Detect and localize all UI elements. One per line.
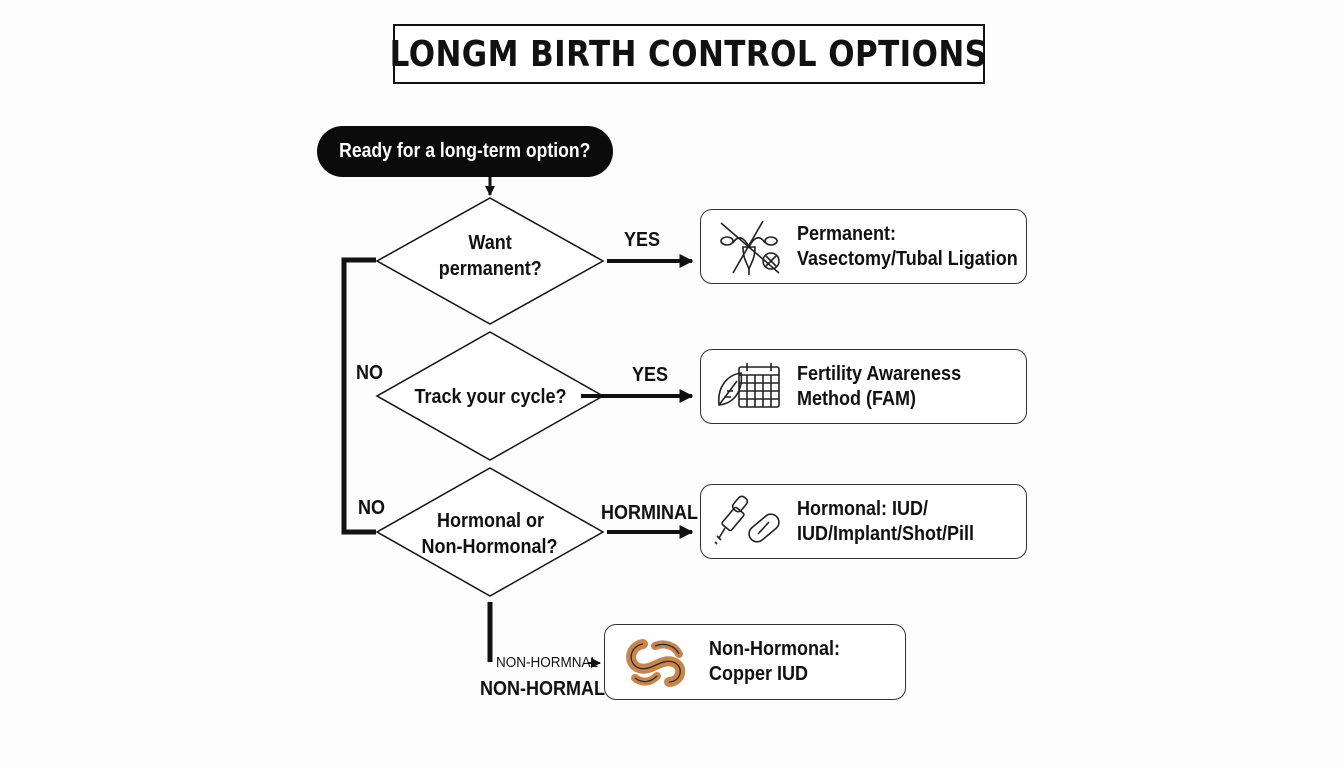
result-copper-line1: Non-Hormonal: [709,638,840,660]
result-fam-line2: Method (FAM) [797,387,916,410]
edge-label-yes-1: YES [624,229,661,251]
edge-label-non-hormal: NON-HORMAL [480,678,605,700]
start-node: Ready for a long-term option? [317,126,613,177]
decision-diamond-hormonal [375,467,605,597]
edge-label-yes-2: YES [632,364,669,386]
edge-label-non-hormnal: NON-HORMNAL [496,654,599,671]
diagram-title: LONGM BIRTH CONTROL OPTIONS [390,24,987,84]
result-permanent-line2: Vasectomy/Tubal Ligation [797,247,1018,270]
result-permanent-line1: Permanent: [797,222,897,245]
edge-label-no-1: NO [356,362,383,384]
copper-coil-icon [626,639,686,687]
decision-diamond-track [375,331,605,461]
result-permanent: Permanent:Vasectomy/Tubal Ligation [700,209,1027,284]
reproductive-organs-crossed-icon [720,220,780,275]
result-hormonal-line1: Hormonal: IUD/ [797,497,929,520]
no-bracket [341,257,376,535]
decision-label-track: Track your cycle? [413,386,567,408]
decision-diamond-permanent [375,197,605,325]
edge-label-horminal: HORMINAL [601,502,698,524]
result-fam-line1: Fertility Awareness [797,362,962,385]
result-copper: Non-Hormonal: Copper IUD [604,624,906,700]
dropper-pill-icon [714,494,780,545]
result-copper-line2: Copper IUD [709,663,808,685]
edge-label-no-2: NO [358,497,385,519]
result-hormonal-line2: IUD/Implant/Shot/Pill [797,522,975,545]
result-hormonal: Hormonal: IUD/IUD/Implant/Shot/Pill [700,484,1027,559]
leaf-calendar-icon [717,362,780,408]
